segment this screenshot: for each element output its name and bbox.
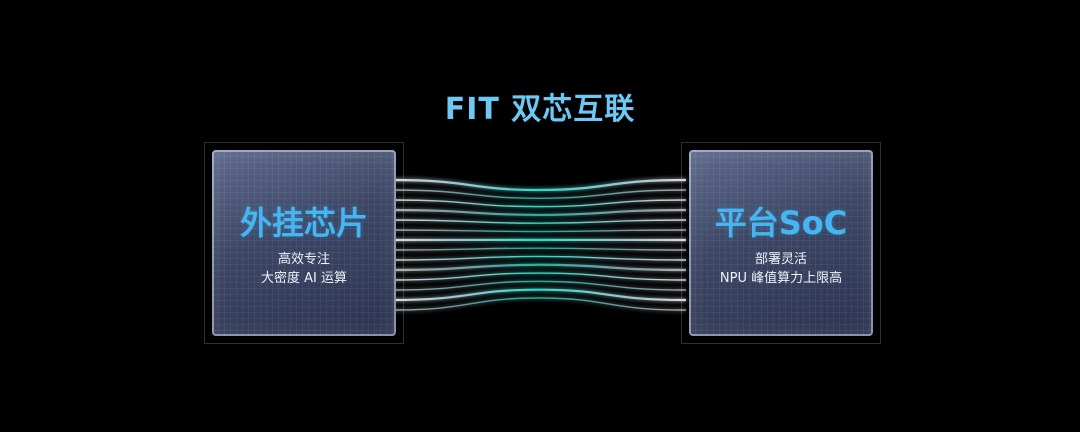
beam-line	[391, 208, 687, 217]
platform-soc-name: 平台SoC	[714, 204, 848, 242]
page-title: FIT 双芯互联	[444, 92, 636, 127]
beam-line	[391, 247, 687, 251]
external-chip-name: 外挂芯片	[239, 204, 368, 242]
platform-soc-feature-1: 部署灵活	[754, 252, 807, 267]
beam-line	[391, 189, 687, 200]
chip-frame	[204, 142, 404, 344]
beam-line	[391, 263, 687, 272]
chip-body: 平台SoC 部署灵活 NPU 峰值算力上限高	[689, 150, 873, 336]
beam-line	[391, 229, 687, 233]
beam-line	[391, 297, 687, 311]
external-chip: 外挂芯片 高效专注 大密度 AI 运算	[204, 142, 404, 344]
chip-grid	[212, 150, 396, 336]
chip-frame	[681, 142, 881, 344]
platform-soc-feature-2: NPU 峰值算力上限高	[719, 271, 843, 286]
beam-line	[391, 199, 687, 208]
external-chip-feature-2: 大密度 AI 运算	[261, 271, 347, 286]
beam-line	[391, 288, 687, 302]
beam-line	[391, 272, 687, 281]
platform-soc: 平台SoC 部署灵活 NPU 峰值算力上限高	[681, 142, 881, 344]
chip-body: 外挂芯片 高效专注 大密度 AI 运算	[212, 150, 396, 336]
beam-line	[391, 280, 687, 291]
beam-line	[391, 219, 687, 224]
chip-grid	[689, 150, 873, 336]
beam-line	[391, 255, 687, 261]
external-chip-feature-1: 高效专注	[277, 252, 330, 267]
beam-line	[391, 178, 687, 192]
